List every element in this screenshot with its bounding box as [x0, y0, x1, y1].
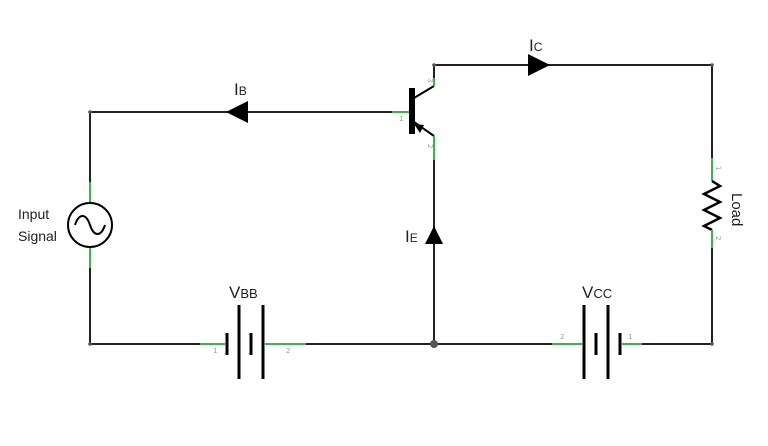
pin-load-bottom: 2 [714, 236, 722, 240]
ib-label: IB [234, 80, 247, 99]
pin-base: 1 [399, 115, 403, 123]
input-signal-label-line2: Signal [18, 228, 57, 244]
load-resistor: 1 2 [701, 158, 723, 248]
ac-source [67, 182, 113, 268]
load-label: Load [728, 193, 745, 226]
vbb-label: VBB [229, 283, 258, 302]
corner-dot [710, 63, 714, 67]
ic-arrow-icon [528, 54, 550, 76]
pin-collector: 3 [426, 78, 434, 82]
transistor-collector-leg [413, 85, 435, 99]
transistor-base-bar [409, 88, 415, 134]
corner-dots [88, 63, 714, 346]
resistor-zigzag-icon [701, 179, 723, 232]
vcc-label: VCC [582, 283, 612, 302]
input-signal-label-line1: Input [18, 206, 49, 222]
ie-label: IE [405, 227, 418, 246]
ib-arrow-icon [226, 101, 248, 123]
ic-label: IC [529, 36, 543, 55]
junction-dot [430, 340, 438, 348]
pin-vcc-left: 2 [560, 333, 564, 341]
pin-vbb-right: 2 [286, 347, 290, 355]
pin-emitter: 2 [426, 144, 434, 148]
transistor: 3 1 2 [392, 78, 435, 160]
wires [89, 64, 713, 345]
corner-dot [88, 342, 92, 346]
corner-dot [88, 110, 92, 114]
pin-load-top: 1 [714, 166, 722, 170]
battery-vcc: 2 1 [552, 305, 642, 379]
pin-vcc-right: 1 [628, 333, 632, 341]
transistor-emitter-leg [413, 121, 435, 137]
battery-vbb: 1 2 [200, 305, 306, 379]
sine-wave-icon [74, 215, 106, 235]
corner-dot [710, 342, 714, 346]
transistor-emitter-arrow [414, 124, 424, 133]
ie-arrow-icon [425, 226, 443, 244]
corner-dot [432, 63, 436, 67]
pin-vbb-left: 1 [213, 347, 217, 355]
